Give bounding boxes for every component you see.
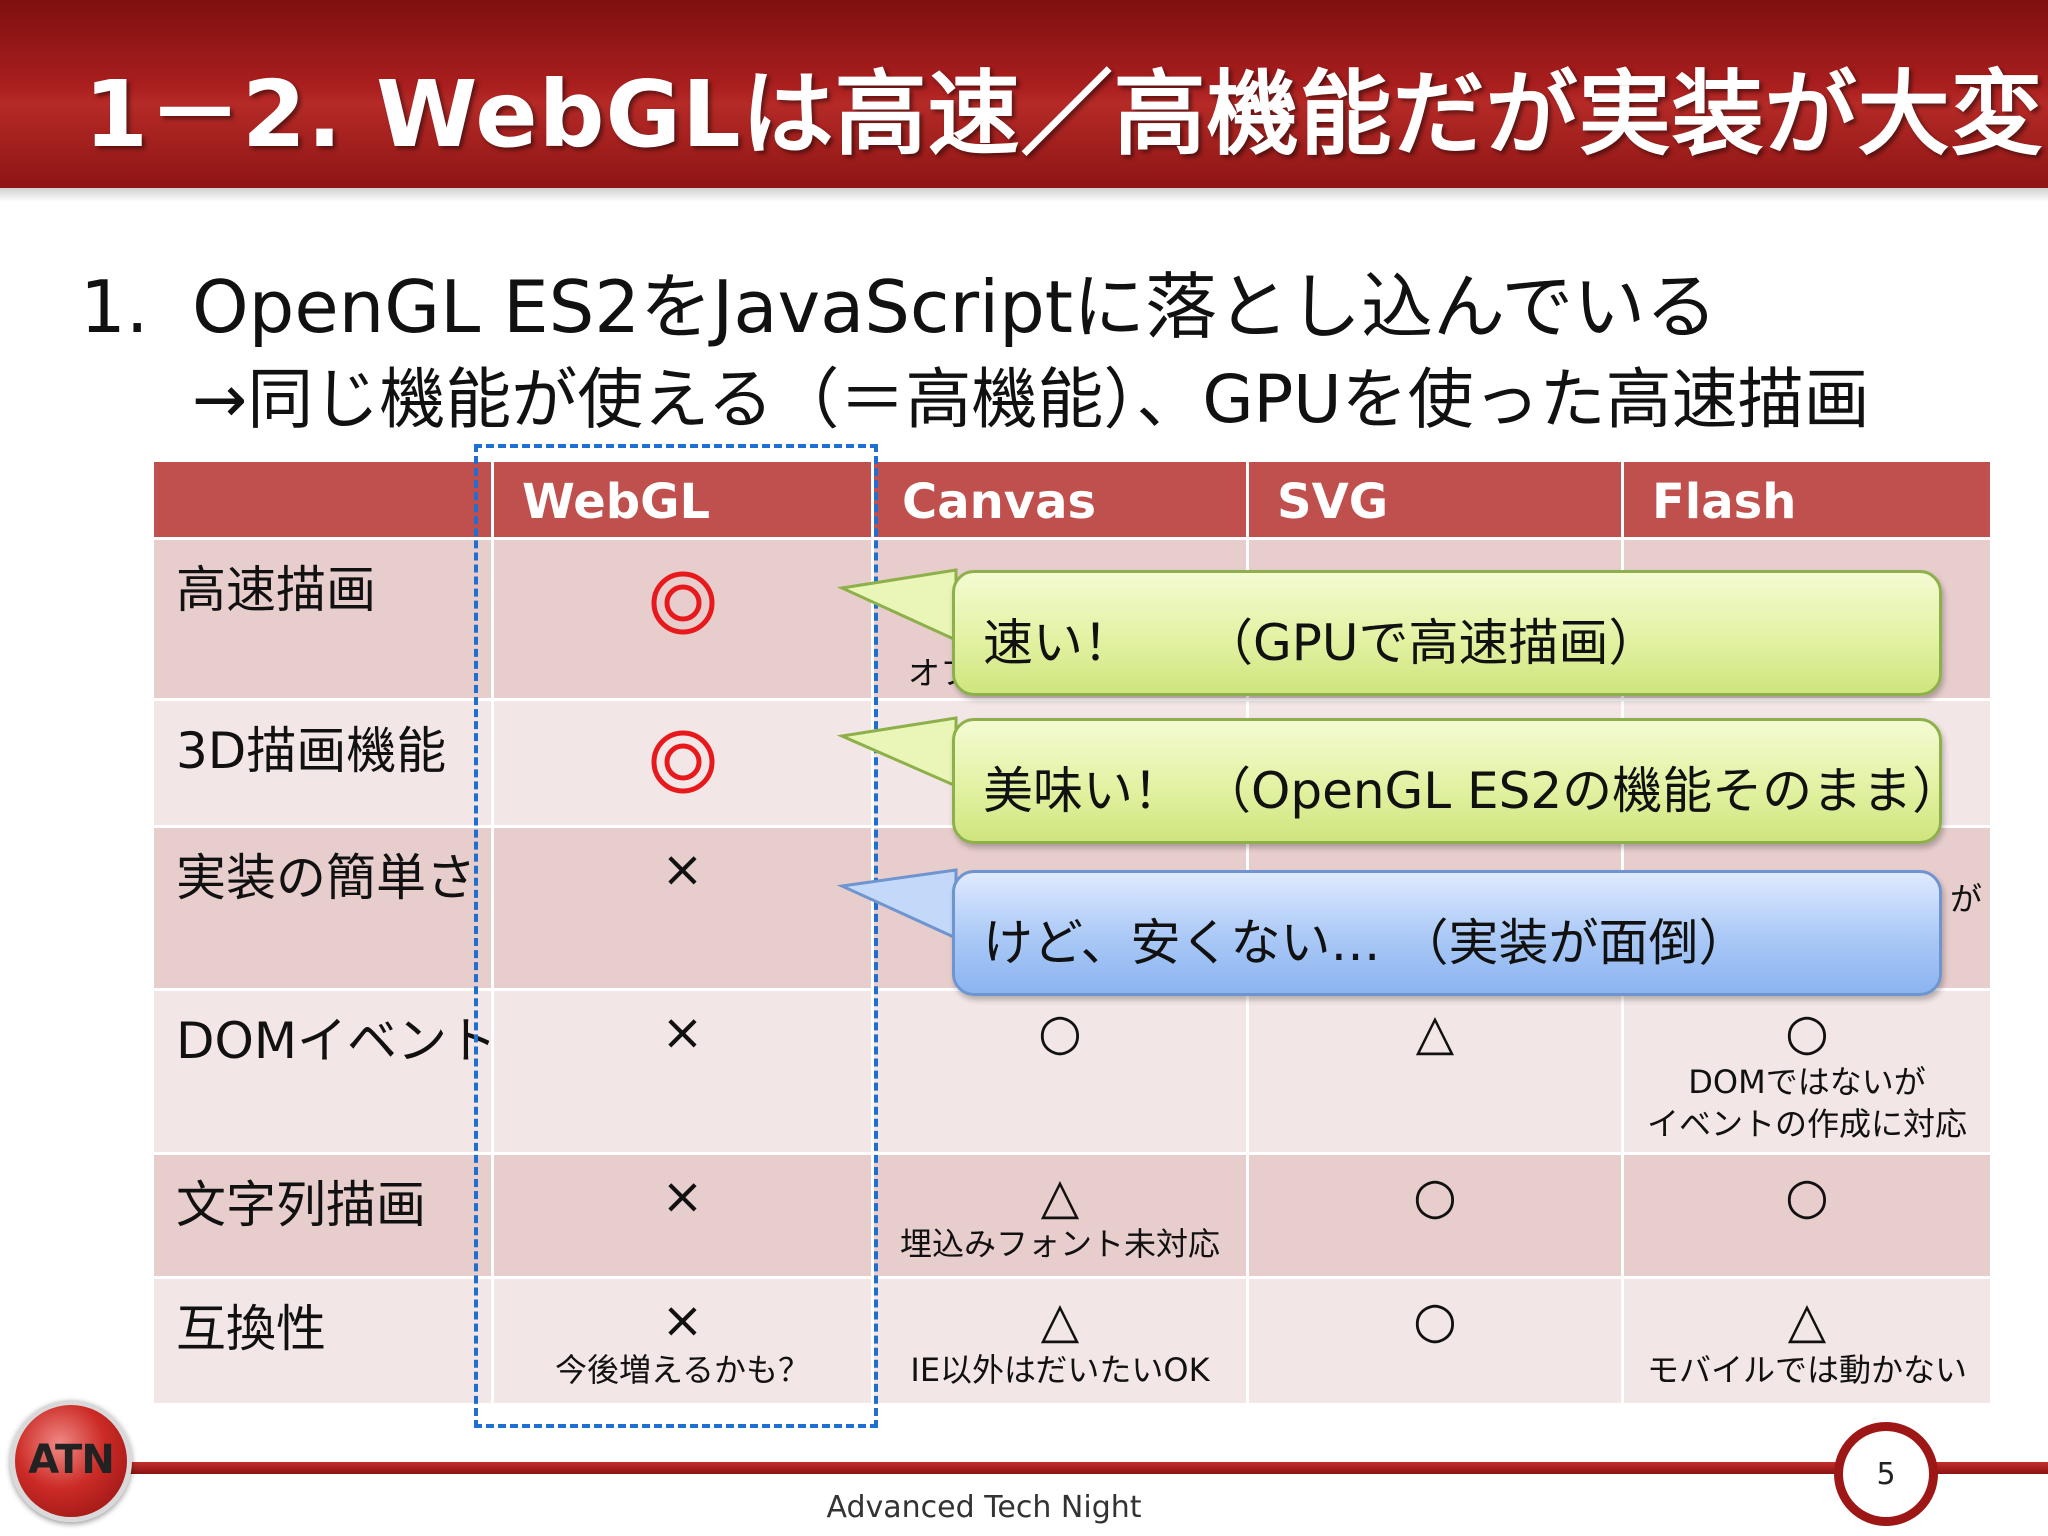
webgl-mark: × [661,1167,704,1225]
webgl-mark: × [661,1003,704,1061]
svg-mark: ○ [1413,1167,1457,1225]
flash-note-line-1: DOMではないが [1688,1063,1926,1101]
row-label-cell: 文字列描画 [154,1155,494,1279]
webgl-cell: × [494,991,874,1155]
callout-not-cheap: けど、安くない… （実装が面倒） [952,870,1942,996]
footer-text: Advanced Tech Night [826,1490,1142,1525]
svg-cell: ○ [1249,1279,1624,1403]
canvas-cell: △ 埋込みフォント未対応 [874,1155,1249,1279]
flash-note: が [1949,880,1982,918]
flash-cell: ○ [1624,1155,1990,1279]
callout-not-cheap-text: （実装が面倒） [1398,914,1749,972]
table-row: 互換性 × 今後増えるかも？ △ IE以外はだいたいOK ○ △ モバイルでは動… [154,1279,1990,1403]
flash-mark: △ [1787,1291,1827,1349]
row-label: 高速描画 [176,561,376,619]
bullet-2: →同じ機能が使える（＝高機能）、GPUを使った高速描画 [192,361,1870,438]
header-cell-flash: Flash [1624,462,1990,540]
svg-cell: △ [1249,991,1624,1155]
canvas-cell: △ IE以外はだいたいOK [874,1279,1249,1403]
canvas-cell: ○ [874,991,1249,1155]
webgl-mark: × [661,1291,704,1349]
atn-logo: ATN [10,1400,132,1522]
flash-note: モバイルでは動かない [1646,1351,1967,1389]
row-label: 実装の簡単さ [176,849,476,907]
page-number: 5 [1876,1457,1896,1492]
row-label: 互換性 [176,1300,326,1358]
svg-mark: △ [1415,1003,1455,1061]
slide-title: 1－2. WebGLは高速／高機能だが実装が大変 [84,61,2044,168]
row-label-cell: 高速描画 [154,540,494,701]
atn-logo-text: ATN [28,1437,115,1483]
footer-line [120,1462,2048,1474]
canvas-mark: ○ [1038,1003,1082,1061]
callout-tasty-lead: 美味い！ [983,762,1183,820]
webgl-mark: × [661,840,704,898]
row-label-cell: 実装の簡単さ [154,828,494,991]
bullet-1: 1. OpenGL ES2をJavaScriptに落とし込んでいる [80,248,1717,353]
svg-cell: ○ [1249,1155,1624,1279]
callout-fast-text: （GPUで高速描画） [1203,614,1659,672]
flash-cell: ○ DOMではないが イベントの作成に対応 [1624,991,1990,1155]
row-label: DOMイベント [176,1012,497,1070]
webgl-note: 今後増えるかも？ [554,1351,811,1389]
webgl-cell: × [494,828,874,991]
table-row: 文字列描画 × △ 埋込みフォント未対応 ○ ○ [154,1155,1990,1279]
row-label-cell: 互換性 [154,1279,494,1403]
callout-tasty: 美味い！ （OpenGL ES2の機能そのまま） [952,718,1962,844]
webgl-cell: × 今後増えるかも？ [494,1279,874,1403]
double-circle-icon [651,730,714,794]
webgl-cell [494,701,874,828]
flash-mark: ○ [1785,1003,1829,1061]
canvas-mark: △ [1040,1291,1080,1349]
page-number-badge: 5 [1834,1422,1938,1526]
webgl-highlight-box [474,444,878,1428]
callout-fast-lead: 速い！ [983,614,1133,672]
header-cell-empty [154,462,494,540]
svg-mark: ○ [1413,1291,1457,1349]
row-label: 3D描画機能 [176,722,447,780]
row-label: 文字列描画 [176,1176,426,1234]
webgl-cell [494,540,874,701]
title-band: 1－2. WebGLは高速／高機能だが実装が大変 [0,0,2048,202]
table-row: DOMイベント × ○ △ ○ DOMではないが イベントの作成に対応 [154,991,1990,1155]
flash-mark: ○ [1785,1167,1829,1225]
canvas-mark: △ [1040,1167,1080,1225]
webgl-cell: × [494,1155,874,1279]
double-circle-icon [651,571,714,635]
callout-not-cheap-lead: けど、安くない… [983,914,1381,972]
flash-note-line-2: イベントの作成に対応 [1646,1105,1967,1143]
bullet-1-text: OpenGL ES2をJavaScriptに落とし込んでいる [192,265,1718,349]
canvas-note: IE以外はだいたいOK [910,1351,1210,1389]
flash-cell: △ モバイルでは動かない [1624,1279,1990,1403]
row-label-cell: DOMイベント [154,991,497,1155]
bullet-1-number: 1. [80,265,149,349]
canvas-note: 埋込みフォント未対応 [899,1225,1220,1263]
header-cell-webgl: WebGL [494,462,874,540]
header-cell-canvas: Canvas [874,462,1249,540]
callout-tasty-text: （OpenGL ES2の機能そのまま） [1201,762,1963,820]
row-label-cell: 3D描画機能 [154,701,494,828]
header-cell-svg: SVG [1249,462,1624,540]
callout-fast: 速い！ （GPUで高速描画） [952,570,1942,696]
table-header-row: WebGL Canvas SVG Flash [154,462,1990,540]
